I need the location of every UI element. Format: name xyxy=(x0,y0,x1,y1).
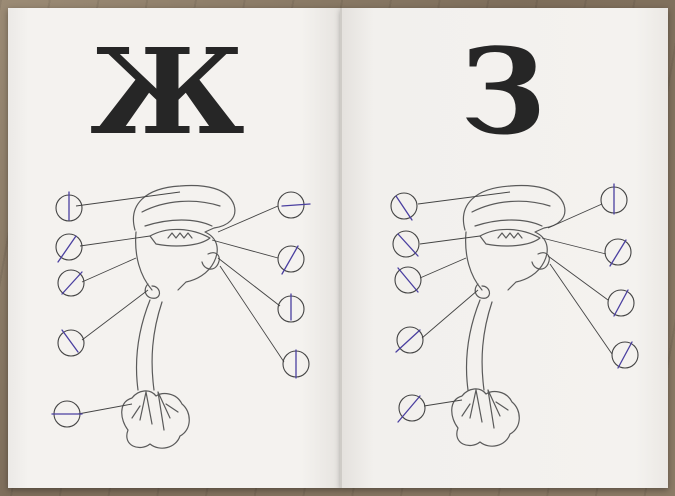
left-larynx xyxy=(145,284,159,298)
right-lungs xyxy=(452,389,520,446)
right-label-circle xyxy=(391,193,417,219)
right-tongue xyxy=(480,229,540,246)
left-speech-organs-diagram xyxy=(122,186,235,449)
right-pharynx xyxy=(466,232,482,290)
left-pharynx xyxy=(136,232,152,290)
right-teeth xyxy=(498,233,522,238)
right-annotation-lines xyxy=(418,192,612,406)
left-tongue xyxy=(150,229,210,246)
right-nasal-cavity xyxy=(472,201,550,212)
left-lungs xyxy=(122,391,190,448)
left-teeth xyxy=(168,233,192,238)
right-trachea-left xyxy=(467,300,481,390)
left-label-circles xyxy=(54,192,309,427)
left-annotation-lines xyxy=(76,192,284,414)
right-bronchi xyxy=(462,390,508,428)
left-pen-marks xyxy=(52,192,310,414)
right-speech-organs-diagram xyxy=(452,186,565,447)
left-bronchi xyxy=(132,392,178,430)
right-label-circles xyxy=(391,187,638,421)
left-nasal-cavity xyxy=(142,201,220,212)
left-palate xyxy=(145,220,212,226)
right-palate xyxy=(475,220,542,226)
right-trachea-right xyxy=(482,302,492,390)
left-trachea-left xyxy=(137,300,151,390)
left-trachea-right xyxy=(152,302,162,390)
